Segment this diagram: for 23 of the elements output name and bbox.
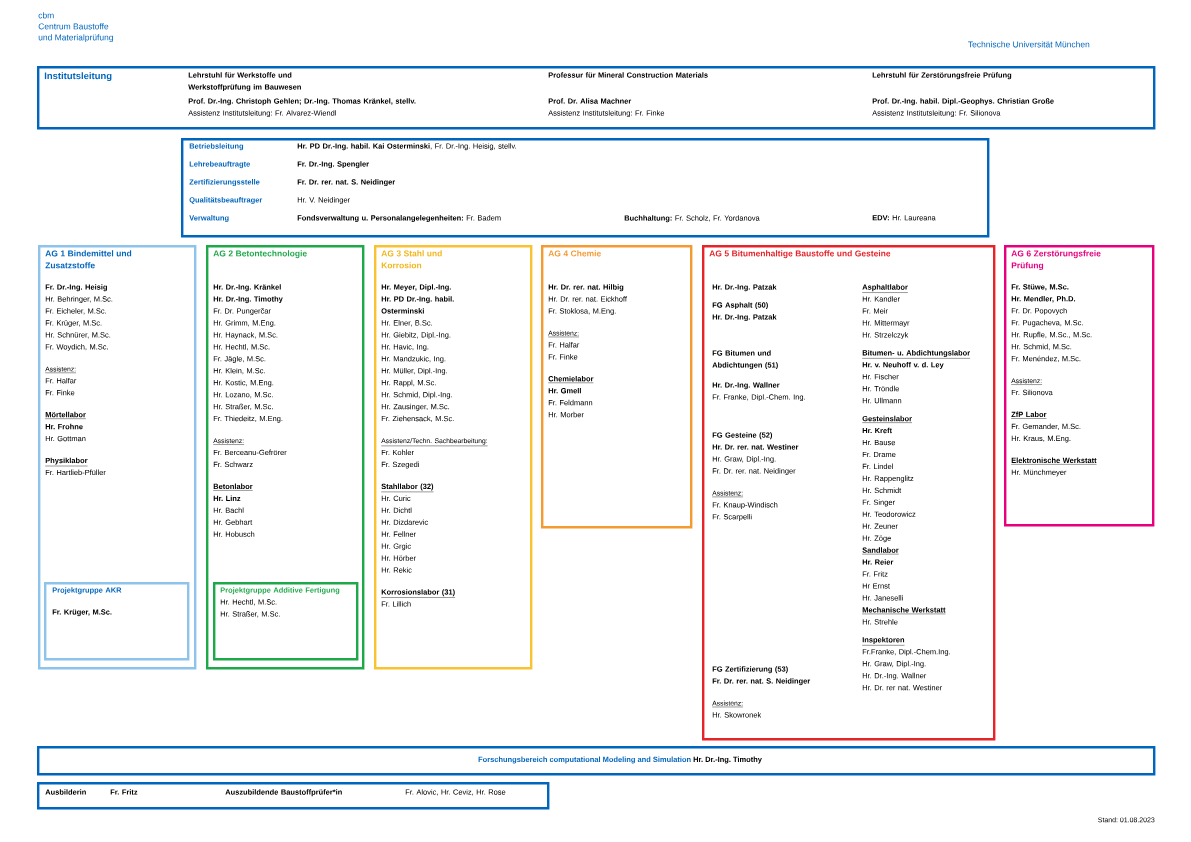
unit-heading: Institutsleitung [44, 72, 112, 82]
group-box [44, 582, 190, 661]
university-name: Technische Universität München [968, 41, 1090, 48]
group-heading: AG 2 Betontechnologie [213, 250, 307, 259]
institute-name: Centrum Baustoffe [38, 23, 109, 30]
group-box [206, 245, 365, 670]
group-heading: AG 6 Zerstörungsfreie Prüfung [1011, 250, 1101, 271]
institute-name: und Materialprüfung [38, 34, 113, 43]
group-box [1004, 245, 1155, 527]
group-box [37, 746, 1156, 776]
group-heading: AG 1 Bindemittel und Zusatzstoffe [45, 250, 132, 269]
institute-name: cbm [38, 12, 54, 19]
group-box [37, 66, 1156, 130]
group-box [37, 782, 550, 810]
group-box [38, 245, 197, 670]
group-box [374, 245, 533, 670]
group-heading: AG 3 Stahl und Korrosion [381, 250, 442, 269]
group-box [213, 582, 359, 661]
group-heading: AG 4 Chemie [548, 250, 601, 257]
group-box [541, 245, 693, 529]
group-heading: AG 5 Bitumenhaltige Baustoffe und Gesteine [709, 250, 891, 259]
group-box [181, 138, 990, 238]
group-box [702, 245, 996, 741]
